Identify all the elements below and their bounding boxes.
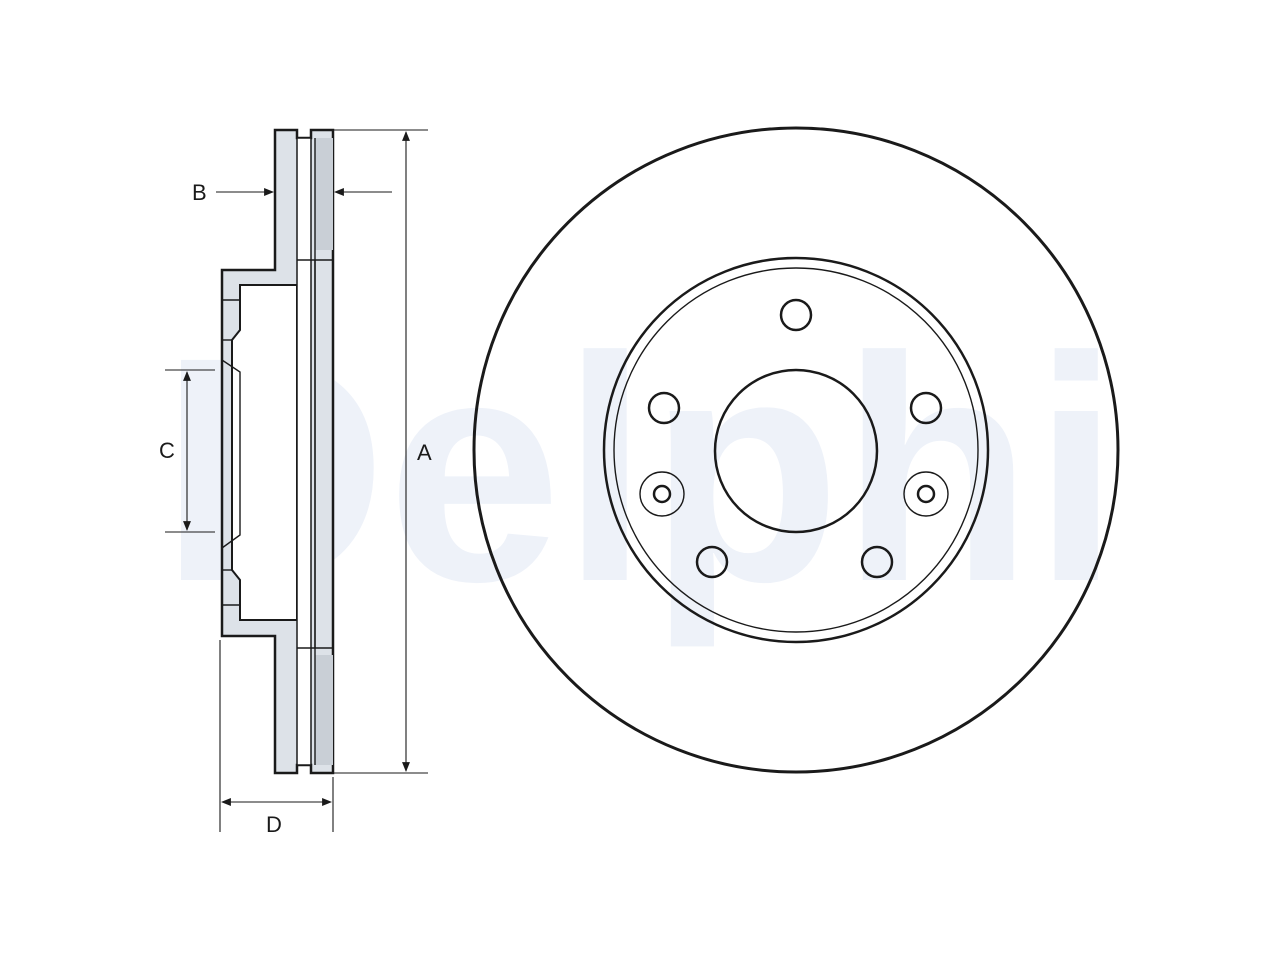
locating-hole-ring: [639, 471, 685, 517]
locating-hole-ring: [903, 471, 949, 517]
locating-hole: [652, 484, 672, 504]
plate-shade-top: [315, 138, 333, 250]
bolt-hole: [695, 545, 729, 579]
plate-shade-bottom: [315, 655, 333, 765]
dimension-d-label: D: [266, 812, 282, 837]
bolt-hole: [860, 545, 894, 579]
locating-hole: [916, 484, 936, 504]
dimension-c-label: C: [159, 438, 175, 463]
dimension-b: B: [192, 180, 392, 205]
hub-outer-ring: [602, 256, 990, 644]
hub-cavity: [231, 284, 298, 621]
front-view: [472, 126, 1120, 774]
dimension-c: C: [159, 369, 215, 533]
center-bore: [713, 368, 879, 534]
side-section-view: [220, 128, 335, 775]
dimension-b-label: B: [192, 180, 207, 205]
dimension-a: A: [333, 129, 432, 774]
dimension-d: D: [219, 640, 334, 837]
hub-inner-ring: [613, 267, 979, 633]
bolt-hole: [909, 391, 943, 425]
bolt-hole: [647, 391, 681, 425]
dimension-a-label: A: [417, 440, 432, 465]
vent-channel: [296, 137, 312, 766]
bolt-hole: [779, 298, 813, 332]
disc-outer-edge: [472, 126, 1120, 774]
